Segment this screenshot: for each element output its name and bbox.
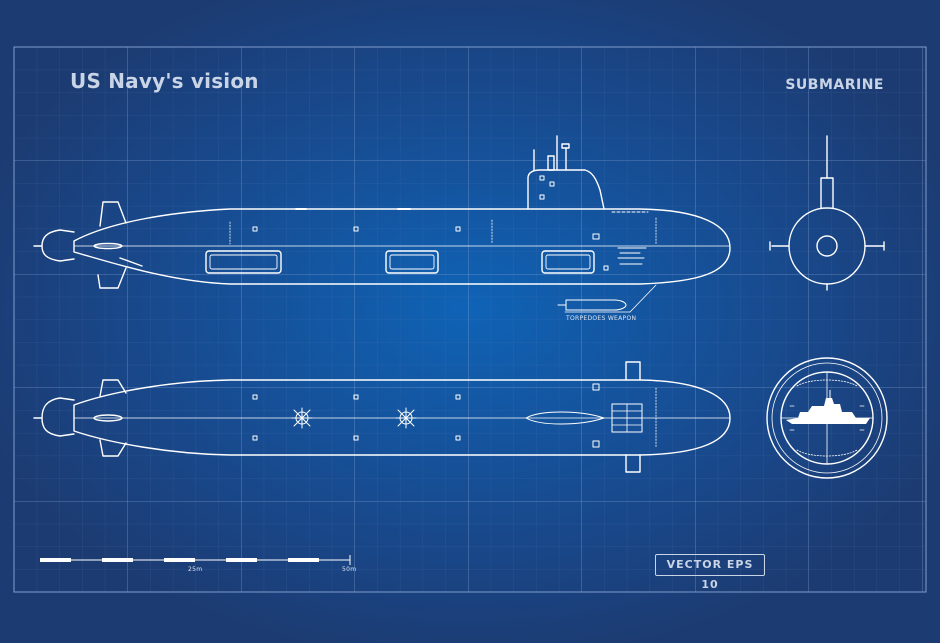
- vector-badge: VECTOR EPS 10: [655, 554, 765, 591]
- page-title: US Navy's vision: [70, 69, 259, 93]
- submarine-side-view: [33, 135, 731, 313]
- major-grid: [14, 47, 926, 592]
- ship-silhouette: [786, 398, 870, 424]
- scale-mark-end: 50m: [342, 566, 357, 573]
- vent-icon: [395, 407, 417, 429]
- scale-mark-mid: 25m: [188, 566, 203, 573]
- torpedoes-label: TORPEDOES WEAPON: [566, 315, 637, 322]
- submarine-top-view: [33, 361, 731, 473]
- scale-bar: [40, 555, 351, 565]
- submarine-front-view: [769, 135, 885, 291]
- grid-border: [13, 46, 927, 593]
- page-subtitle: SUBMARINE: [785, 77, 884, 93]
- vent-icon: [291, 407, 313, 429]
